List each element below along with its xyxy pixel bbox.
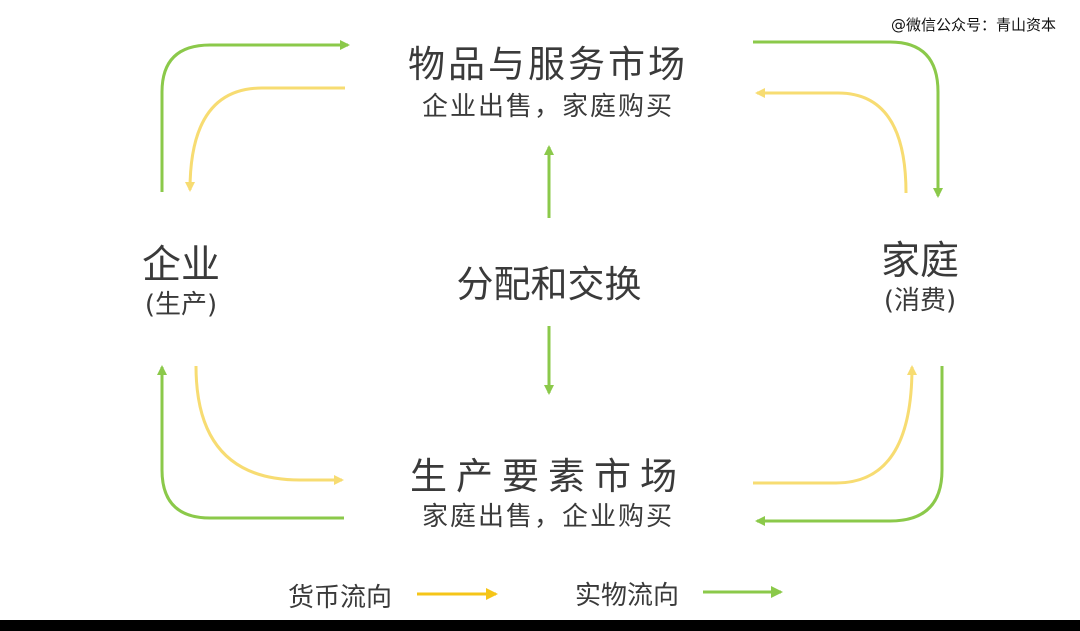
money-flow-arrow-goods-market-to-firm <box>185 86 345 192</box>
goods-flow-arrow-factor-market-to-firm <box>157 365 344 520</box>
bottom-black-bar <box>0 620 1080 631</box>
watermark-text: @微信公众号：青山资本 <box>890 16 1056 34</box>
money-flow-arrow-household-to-goods-market <box>755 88 908 194</box>
factor-market-subtitle: 家庭出售，企业购买 <box>421 502 674 532</box>
factor-market-title: 生产要素市场 <box>410 455 686 498</box>
goods-flow-arrow-goods-market-to-household <box>753 40 943 198</box>
money-flow-arrow-firm-to-factor-market <box>194 365 344 485</box>
goods-flow-arrow-firm-to-goods-market <box>160 40 350 192</box>
firm-title: 企业 <box>141 243 220 288</box>
money-flow-arrow-factor-market-to-household <box>753 365 917 485</box>
goods-market-subtitle: 企业出售，家庭购买 <box>421 92 674 122</box>
household-title: 家庭 <box>880 239 959 284</box>
firm-subtitle: (生产) <box>144 290 218 320</box>
center-title: 分配和交换 <box>456 263 642 306</box>
goods-market-title: 物品与服务市场 <box>408 43 688 86</box>
legend-money-label: 货币流向 <box>288 583 393 613</box>
goods-flow-arrow-household-to-factor-market <box>755 366 944 526</box>
household-subtitle: (消费) <box>883 286 957 316</box>
legend-goods-label: 实物流向 <box>575 581 680 611</box>
